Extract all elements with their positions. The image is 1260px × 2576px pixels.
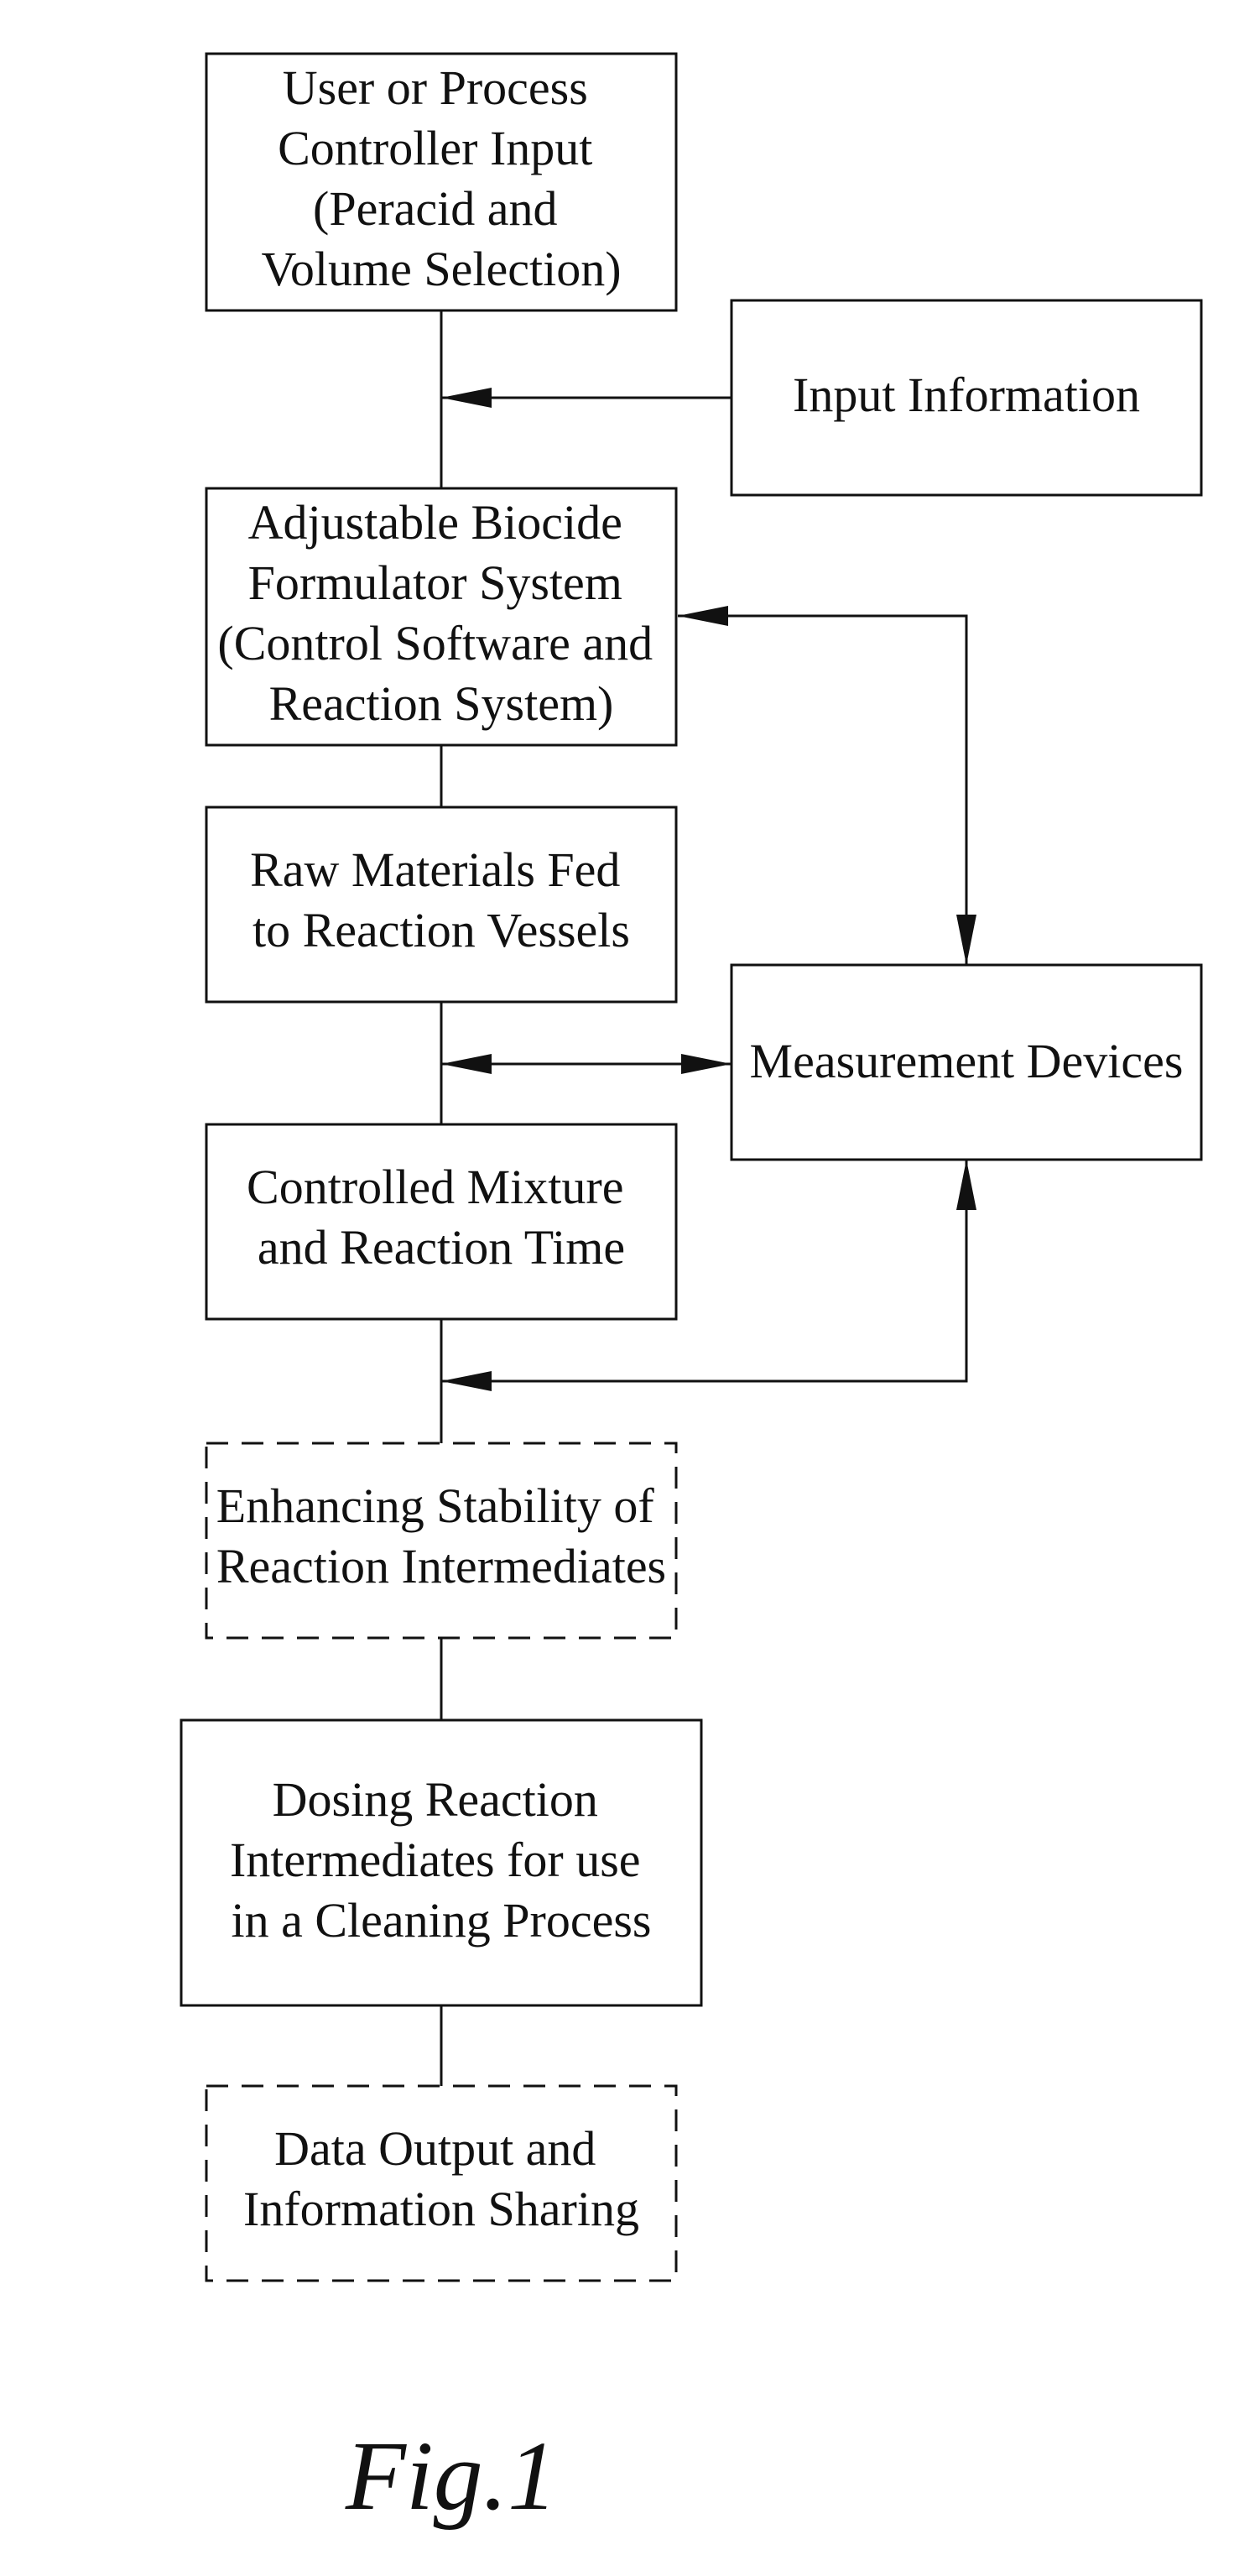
measurement-devices-label: Measurement Devices [750, 1034, 1184, 1088]
figure-label: Fig.1 [345, 2421, 557, 2531]
input-information-label: Input Information [793, 368, 1140, 422]
dosing-label: Dosing Reaction Intermediates for use in… [230, 1772, 653, 1948]
edge-formulator-measurement-arrow [678, 616, 966, 965]
